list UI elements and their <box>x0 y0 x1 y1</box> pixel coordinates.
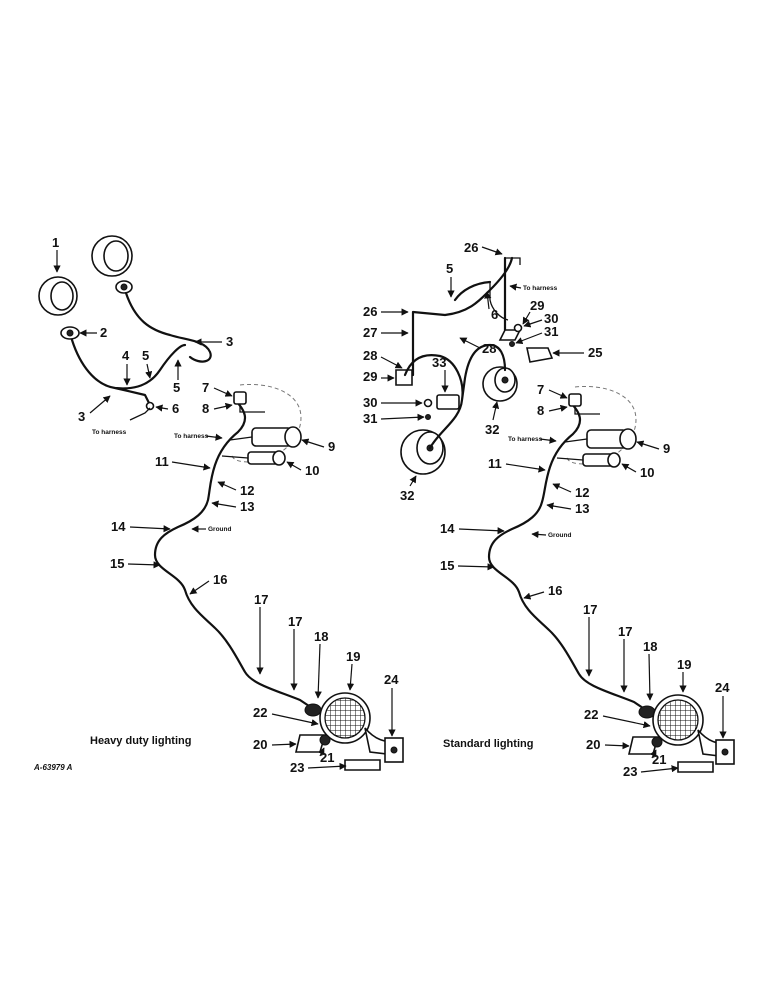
callout-28b: 28 <box>482 341 496 356</box>
callout-30: 30 <box>363 395 377 410</box>
callout-33: 33 <box>432 355 446 370</box>
switch-right <box>568 393 600 415</box>
fender-outline-left <box>231 383 302 463</box>
callout-13: 13 <box>240 499 254 514</box>
callout-group-right: 26 5 26 27 28 29 30 31 28 33 29 30 31 <box>363 240 730 779</box>
callout-9-right: 9 <box>663 441 670 456</box>
work-lamp-left <box>294 692 404 771</box>
tail-light-right <box>556 428 637 468</box>
callout-17-right: 17 <box>583 602 597 617</box>
callout-24-right: 24 <box>715 680 730 695</box>
callout-23: 23 <box>290 760 304 775</box>
callout-18-right: 18 <box>643 639 657 654</box>
callout-27: 27 <box>363 325 377 340</box>
callout-22: 22 <box>253 705 267 720</box>
caption-heavy-duty: Heavy duty lighting <box>90 735 191 747</box>
callout-22-right: 22 <box>584 707 598 722</box>
headlamp-wiring-right <box>403 343 507 450</box>
callout-6-right: 6 <box>491 307 498 322</box>
callout-16: 16 <box>213 572 227 587</box>
callout-15: 15 <box>110 556 124 571</box>
figure-code: A-63979 A <box>33 763 73 772</box>
standard-lighting-view: 26 5 26 27 28 29 30 31 28 33 29 30 31 <box>363 240 735 779</box>
note-to-harness-2: To harness <box>174 433 209 440</box>
note-ground: Ground <box>208 526 231 533</box>
headlamp-upper <box>91 235 133 294</box>
callout-10: 10 <box>305 463 319 478</box>
headlamp-left <box>38 276 80 340</box>
callout-16-right: 16 <box>548 583 562 598</box>
callout-5: 5 <box>142 348 149 363</box>
callout-5b: 5 <box>173 380 180 395</box>
switch-left <box>233 391 265 413</box>
callout-17: 17 <box>254 592 268 607</box>
tail-light-left <box>221 426 302 466</box>
callout-17b-right: 17 <box>618 624 632 639</box>
callout-20-right: 20 <box>586 737 600 752</box>
callout-15-right: 15 <box>440 558 454 573</box>
callout-17b: 17 <box>288 614 302 629</box>
callout-8-right: 8 <box>537 403 544 418</box>
relay-right <box>423 323 523 420</box>
callout-12: 12 <box>240 483 254 498</box>
callout-13-right: 13 <box>575 501 589 516</box>
callout-19-right: 19 <box>677 657 691 672</box>
callout-11: 11 <box>155 454 169 469</box>
callout-9: 9 <box>328 439 335 454</box>
headlamp-right-b <box>482 366 518 402</box>
callout-25: 25 <box>588 345 602 360</box>
callout-group-left: 1 2 3 3 4 5 5 6 7 8 9 10 11 12 <box>52 235 399 775</box>
callout-31b: 31 <box>544 324 558 339</box>
headlamp-wiring <box>70 291 212 407</box>
callout-24: 24 <box>384 672 399 687</box>
callout-26: 26 <box>464 240 478 255</box>
callout-28: 28 <box>363 348 377 363</box>
callout-4: 4 <box>122 348 130 363</box>
callout-2: 2 <box>100 325 107 340</box>
callout-23-right: 23 <box>623 764 637 779</box>
caption-standard: Standard lighting <box>443 738 533 750</box>
note-to-harness-right-2: To harness <box>508 436 543 443</box>
callout-29: 29 <box>363 369 377 384</box>
callout-7-right: 7 <box>537 382 544 397</box>
note-to-harness-1: To harness <box>92 429 127 436</box>
callout-3b: 3 <box>78 409 85 424</box>
callout-30b: 30 <box>544 311 558 326</box>
callout-32: 32 <box>485 422 499 437</box>
main-harness-left <box>153 398 317 712</box>
fender-outline-right <box>566 385 637 465</box>
callout-1: 1 <box>52 235 59 250</box>
callout-12-right: 12 <box>575 485 589 500</box>
callout-7: 7 <box>202 380 209 395</box>
callout-26b: 26 <box>363 304 377 319</box>
callout-18: 18 <box>314 629 328 644</box>
callout-5: 5 <box>446 261 453 276</box>
callout-14-right: 14 <box>440 521 455 536</box>
callout-19: 19 <box>346 649 360 664</box>
callout-29b: 29 <box>530 298 544 313</box>
shield-right <box>526 347 554 363</box>
work-lamp-right <box>627 694 735 773</box>
main-harness-right <box>487 400 651 714</box>
callout-20: 20 <box>253 737 267 752</box>
callout-32b: 32 <box>400 488 414 503</box>
callout-14: 14 <box>111 519 126 534</box>
callout-8: 8 <box>202 401 209 416</box>
heavy-duty-lighting-view: 1 2 3 3 4 5 5 6 7 8 9 10 11 12 <box>33 235 404 775</box>
note-to-harness-right-1: To harness <box>523 285 558 292</box>
callout-10-right: 10 <box>640 465 654 480</box>
callout-6: 6 <box>172 401 179 416</box>
callout-3: 3 <box>226 334 233 349</box>
callout-11-right: 11 <box>488 456 502 471</box>
callout-31: 31 <box>363 411 377 426</box>
note-ground-right: Ground <box>548 532 571 539</box>
